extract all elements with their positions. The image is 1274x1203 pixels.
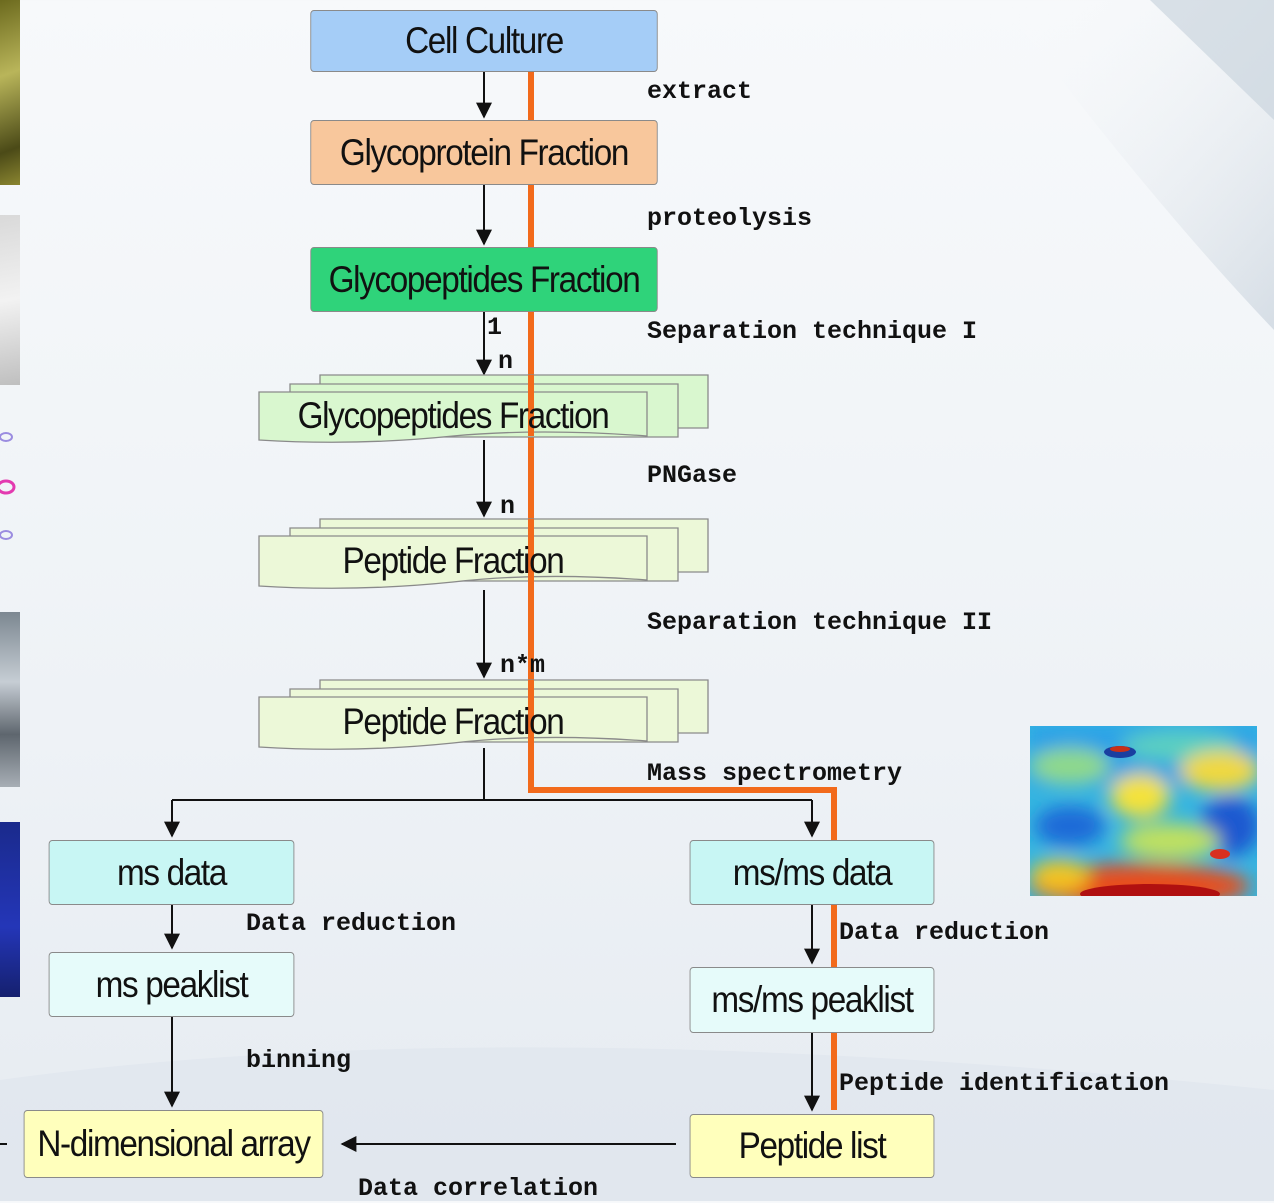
- peptide-stack-2-front: [258, 696, 648, 750]
- glycopeptides-fraction-stack-label: Glycopeptides Fraction: [297, 395, 610, 436]
- step-binning: binning: [246, 1046, 352, 1075]
- step-proteolysis: proteolysis: [647, 204, 813, 233]
- step-peptide-identification: Peptide identification: [839, 1069, 1170, 1098]
- peptide-fraction-2-label: Peptide Fraction: [342, 701, 565, 742]
- heatmap-image: [1030, 726, 1257, 896]
- peptide-list-box: Peptide list: [689, 1114, 935, 1178]
- thumbnail-cell-culture-photo: [0, 0, 20, 185]
- thumbnail-instrument-photo: [0, 612, 20, 787]
- step-mass-spectrometry: Mass spectrometry: [647, 759, 903, 788]
- step-data-correlation: Data correlation: [358, 1174, 599, 1203]
- ms-peaklist-box: ms peaklist: [48, 952, 295, 1017]
- thumbnail-glycan-diagram: [0, 425, 20, 545]
- peptide-fraction-1-label: Peptide Fraction: [342, 540, 565, 581]
- peptide-stack-1-front: [258, 535, 648, 589]
- multiplicity-one: 1: [487, 313, 503, 342]
- n-dimensional-array-box: N-dimensional array: [23, 1110, 324, 1178]
- glycoprotein-fraction-box: Glycoprotein Fraction: [310, 120, 658, 185]
- msms-data-box: ms/ms data: [689, 840, 935, 905]
- cell-culture-box: Cell Culture: [310, 10, 658, 72]
- step-separation-1: Separation technique I: [647, 317, 978, 346]
- ms-data-box: ms data: [48, 840, 295, 905]
- step-data-reduction-right: Data reduction: [839, 918, 1050, 947]
- step-pngase: PNGase: [647, 461, 738, 490]
- glycopeptides-fraction-box: Glycopeptides Fraction: [310, 247, 658, 312]
- step-extract: extract: [647, 77, 753, 106]
- multiplicity-n-a: n: [498, 347, 514, 376]
- glycopeptides-stack-front: [258, 391, 648, 443]
- split-connector: [172, 748, 485, 801]
- thumbnail-spectrum-screen: [0, 822, 20, 997]
- thumbnail-gel-photo: [0, 215, 20, 385]
- multiplicity-n-m: n*m: [500, 651, 546, 680]
- msms-peaklist-box: ms/ms peaklist: [689, 967, 935, 1033]
- step-data-reduction-left: Data reduction: [246, 909, 457, 938]
- multiplicity-n-b: n: [500, 492, 516, 521]
- step-separation-2: Separation technique II: [647, 608, 993, 637]
